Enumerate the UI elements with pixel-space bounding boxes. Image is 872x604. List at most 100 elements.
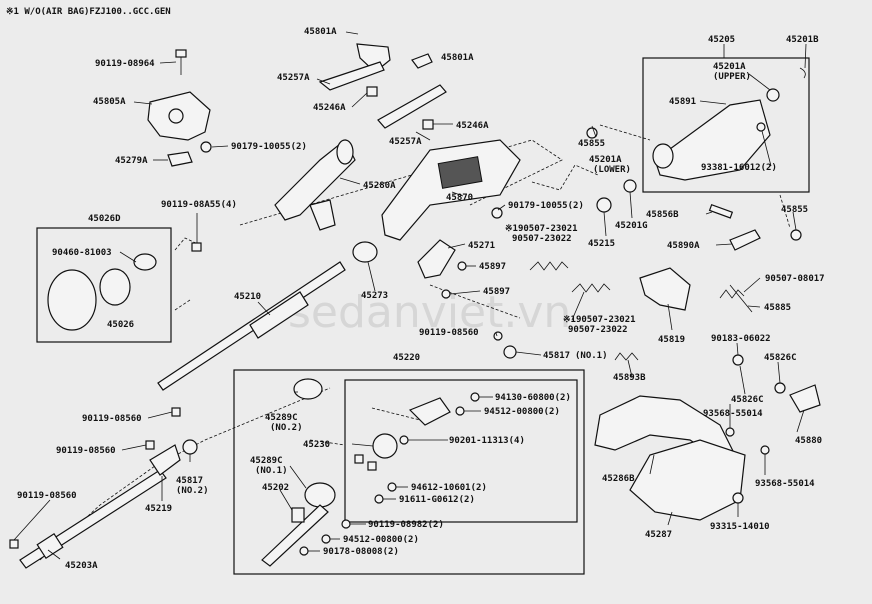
label-45026: 45026 — [107, 320, 134, 330]
bracket-hole — [168, 108, 184, 124]
shaft-45203a — [19, 469, 167, 569]
nut-90183-06022 — [732, 354, 744, 366]
label-94130-60800: 94130-60800(2) — [495, 393, 571, 403]
label-45870: 45870 — [446, 193, 473, 203]
bearing-45201a-upper — [766, 88, 780, 102]
label-45203a: 45203A — [65, 561, 98, 571]
housing-mount — [309, 199, 336, 231]
label-upper: (UPPER) — [713, 72, 751, 82]
label-90507-23022: 90507-23022 — [512, 234, 572, 244]
lever-45880 — [789, 384, 821, 413]
label-45855-1: 45855 — [578, 139, 605, 149]
label-45273: 45273 — [361, 291, 388, 301]
yoke-45203a — [36, 533, 64, 559]
bolt-90119-08a55 — [191, 242, 202, 252]
collar-45817-no2 — [182, 439, 198, 455]
label-90119-08560-a: 90119-08560 — [82, 414, 142, 424]
clip-45279a — [167, 151, 193, 167]
label-45271: 45271 — [468, 241, 495, 251]
bearing-45026 — [99, 268, 131, 306]
bolt-90119-08982 — [341, 519, 351, 529]
screw-45897 — [457, 261, 467, 271]
label-90507-23022-b: 90507-23022 — [568, 325, 628, 335]
screw-93568-b — [760, 445, 770, 455]
label-lower: (LOWER) — [593, 165, 631, 175]
label-90119-08982: 90119-08982(2) — [368, 520, 444, 530]
housing-end — [336, 139, 354, 165]
leader-lines — [13, 31, 807, 560]
label-45856b: 45856B — [646, 210, 679, 220]
label-45201a-lower: 45201A — [589, 155, 622, 165]
spacer-45246a — [366, 86, 378, 97]
housing-45280a — [274, 139, 356, 221]
label-45246a-1: 45246A — [313, 103, 346, 113]
label-90179-10055-b: 90179-10055(2) — [508, 201, 584, 211]
bearing-45201g — [623, 179, 637, 193]
label-no2-a: (NO.2) — [270, 423, 303, 433]
label-45893b: 45893B — [613, 373, 646, 383]
box-45220 — [233, 369, 585, 575]
collar-45817-no1 — [503, 345, 517, 359]
dash-line-45026b — [174, 299, 191, 311]
nut-90179-10055-b — [491, 207, 503, 219]
bearing-45289c-no2 — [293, 378, 323, 400]
washer-94512-b — [321, 534, 331, 544]
bolt-90119-08560-b — [145, 440, 155, 450]
lever-45257a — [318, 61, 385, 91]
dash-line-45897 — [429, 284, 521, 319]
dash-line-45855b — [779, 194, 791, 229]
pin-45856b — [708, 203, 734, 219]
label-190507-23021-b: ※190507-23021 — [563, 315, 636, 325]
label-190507-23021: ※190507-23021 — [505, 224, 578, 234]
nut-90179-10055 — [200, 141, 212, 153]
label-45819: 45819 — [658, 335, 685, 345]
label-90179-10055-a: 90179-10055(2) — [231, 142, 307, 152]
collar-45826c — [774, 382, 786, 394]
label-45890a: 45890A — [667, 241, 700, 251]
pin-90201 — [399, 435, 409, 445]
label-45891: 45891 — [669, 97, 696, 107]
label-45289c-no2: 45289C — [265, 413, 298, 423]
label-93568-55014-a: 93568-55014 — [703, 409, 763, 419]
label-90119-08560-top: 90119-08560 — [419, 328, 479, 338]
clamp-45271 — [417, 239, 456, 279]
label-90460-81003: 90460-81003 — [52, 248, 112, 258]
bolt-90119-08560-a — [171, 407, 181, 417]
screw-93315 — [732, 492, 744, 504]
label-45826c-2: 45826C — [731, 395, 764, 405]
label-90119-08560-c: 90119-08560 — [17, 491, 77, 501]
label-45215: 45215 — [588, 239, 615, 249]
dash-line-shaft — [39, 387, 331, 561]
column-45205 — [654, 99, 771, 181]
label-45880: 45880 — [795, 436, 822, 446]
dash-line-45289 — [309, 439, 346, 446]
bolt-91611 — [374, 494, 384, 504]
label-no1-b: (NO.1) — [255, 466, 288, 476]
lever-45257a-2 — [377, 84, 447, 129]
lever-45801a — [411, 53, 433, 69]
label-90178-08008: 90178-08008(2) — [323, 547, 399, 557]
nut-90178 — [299, 546, 309, 556]
label-45817-no1: 45817 — [543, 351, 570, 361]
label-93381-16012: 93381-16012(2) — [701, 163, 777, 173]
spring-90507-23021-b — [571, 283, 611, 293]
cap-45230-b — [367, 461, 377, 471]
label-45826c-1: 45826C — [764, 353, 797, 363]
bracket-45870 — [381, 139, 521, 241]
yoke-45219 — [149, 444, 181, 476]
label-45280a: 45280A — [363, 181, 396, 191]
washer-94130 — [470, 392, 480, 402]
dash-line-lower — [531, 164, 599, 191]
label-90119-08964: 90119-08964 — [95, 59, 155, 69]
label-93315-14010: 93315-14010 — [710, 522, 770, 532]
label-45202: 45202 — [262, 483, 289, 493]
ring-90460-81003 — [133, 253, 157, 271]
screw-93381 — [756, 122, 766, 132]
label-45257a-1: 45257A — [277, 73, 310, 83]
label-45201b: 45201B — [786, 35, 819, 45]
lever-45890a — [729, 229, 761, 251]
watermark: sedanviet.vn — [288, 287, 571, 338]
label-94512-00800-a: 94512-00800(2) — [484, 407, 560, 417]
dash-line-45855 — [599, 124, 651, 141]
